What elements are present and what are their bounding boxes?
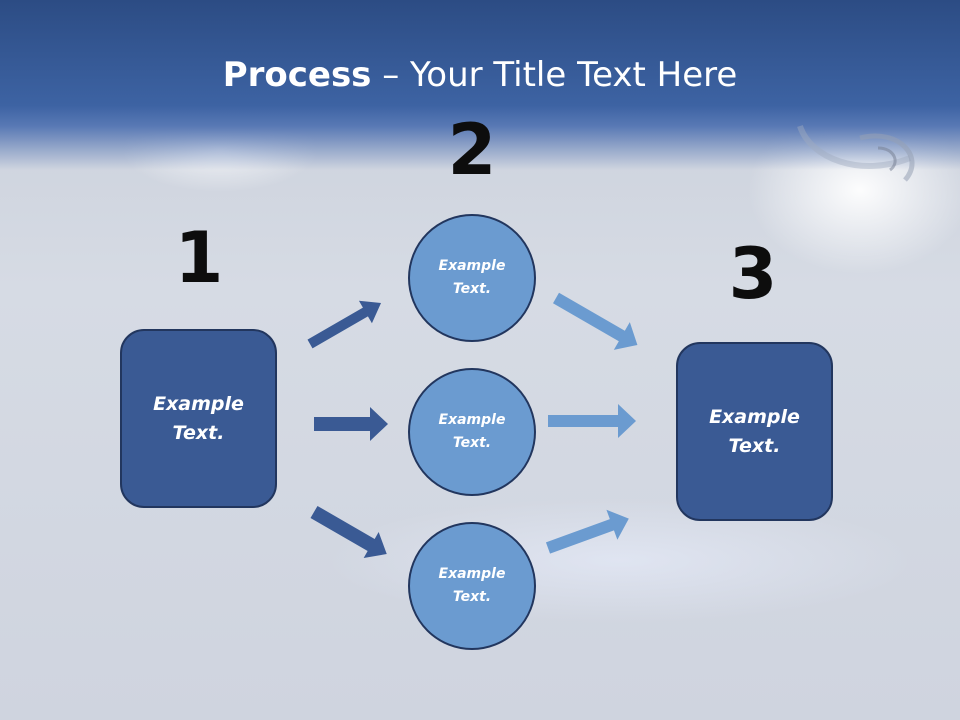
spotlight-decoration [797, 124, 915, 182]
title-rest: – Your Title Text Here [371, 55, 738, 95]
step-2-circle-middle: Example Text. [408, 368, 536, 496]
step-number-1: 1 [174, 217, 224, 299]
arrow-to-bottom-circle [310, 505, 387, 558]
step-number-3: 3 [728, 233, 778, 315]
step-2-circle-top: Example Text. [408, 214, 536, 342]
step-2-circle-bottom: Example Text. [408, 522, 536, 650]
step-3-box: Example Text. [676, 342, 833, 521]
step-1-box: Example Text. [120, 329, 277, 508]
arrow-to-middle-circle [314, 407, 388, 441]
step-number-2: 2 [447, 109, 497, 191]
title-bold: Process [222, 55, 372, 95]
title-banner [0, 0, 960, 170]
arrow-from-top-circle [553, 292, 638, 350]
arrow-from-bottom-circle [545, 509, 629, 554]
slide-title: Process – Your Title Text Here [0, 52, 960, 98]
arrow-to-top-circle [307, 300, 382, 349]
arrow-from-middle-circle [548, 404, 636, 438]
